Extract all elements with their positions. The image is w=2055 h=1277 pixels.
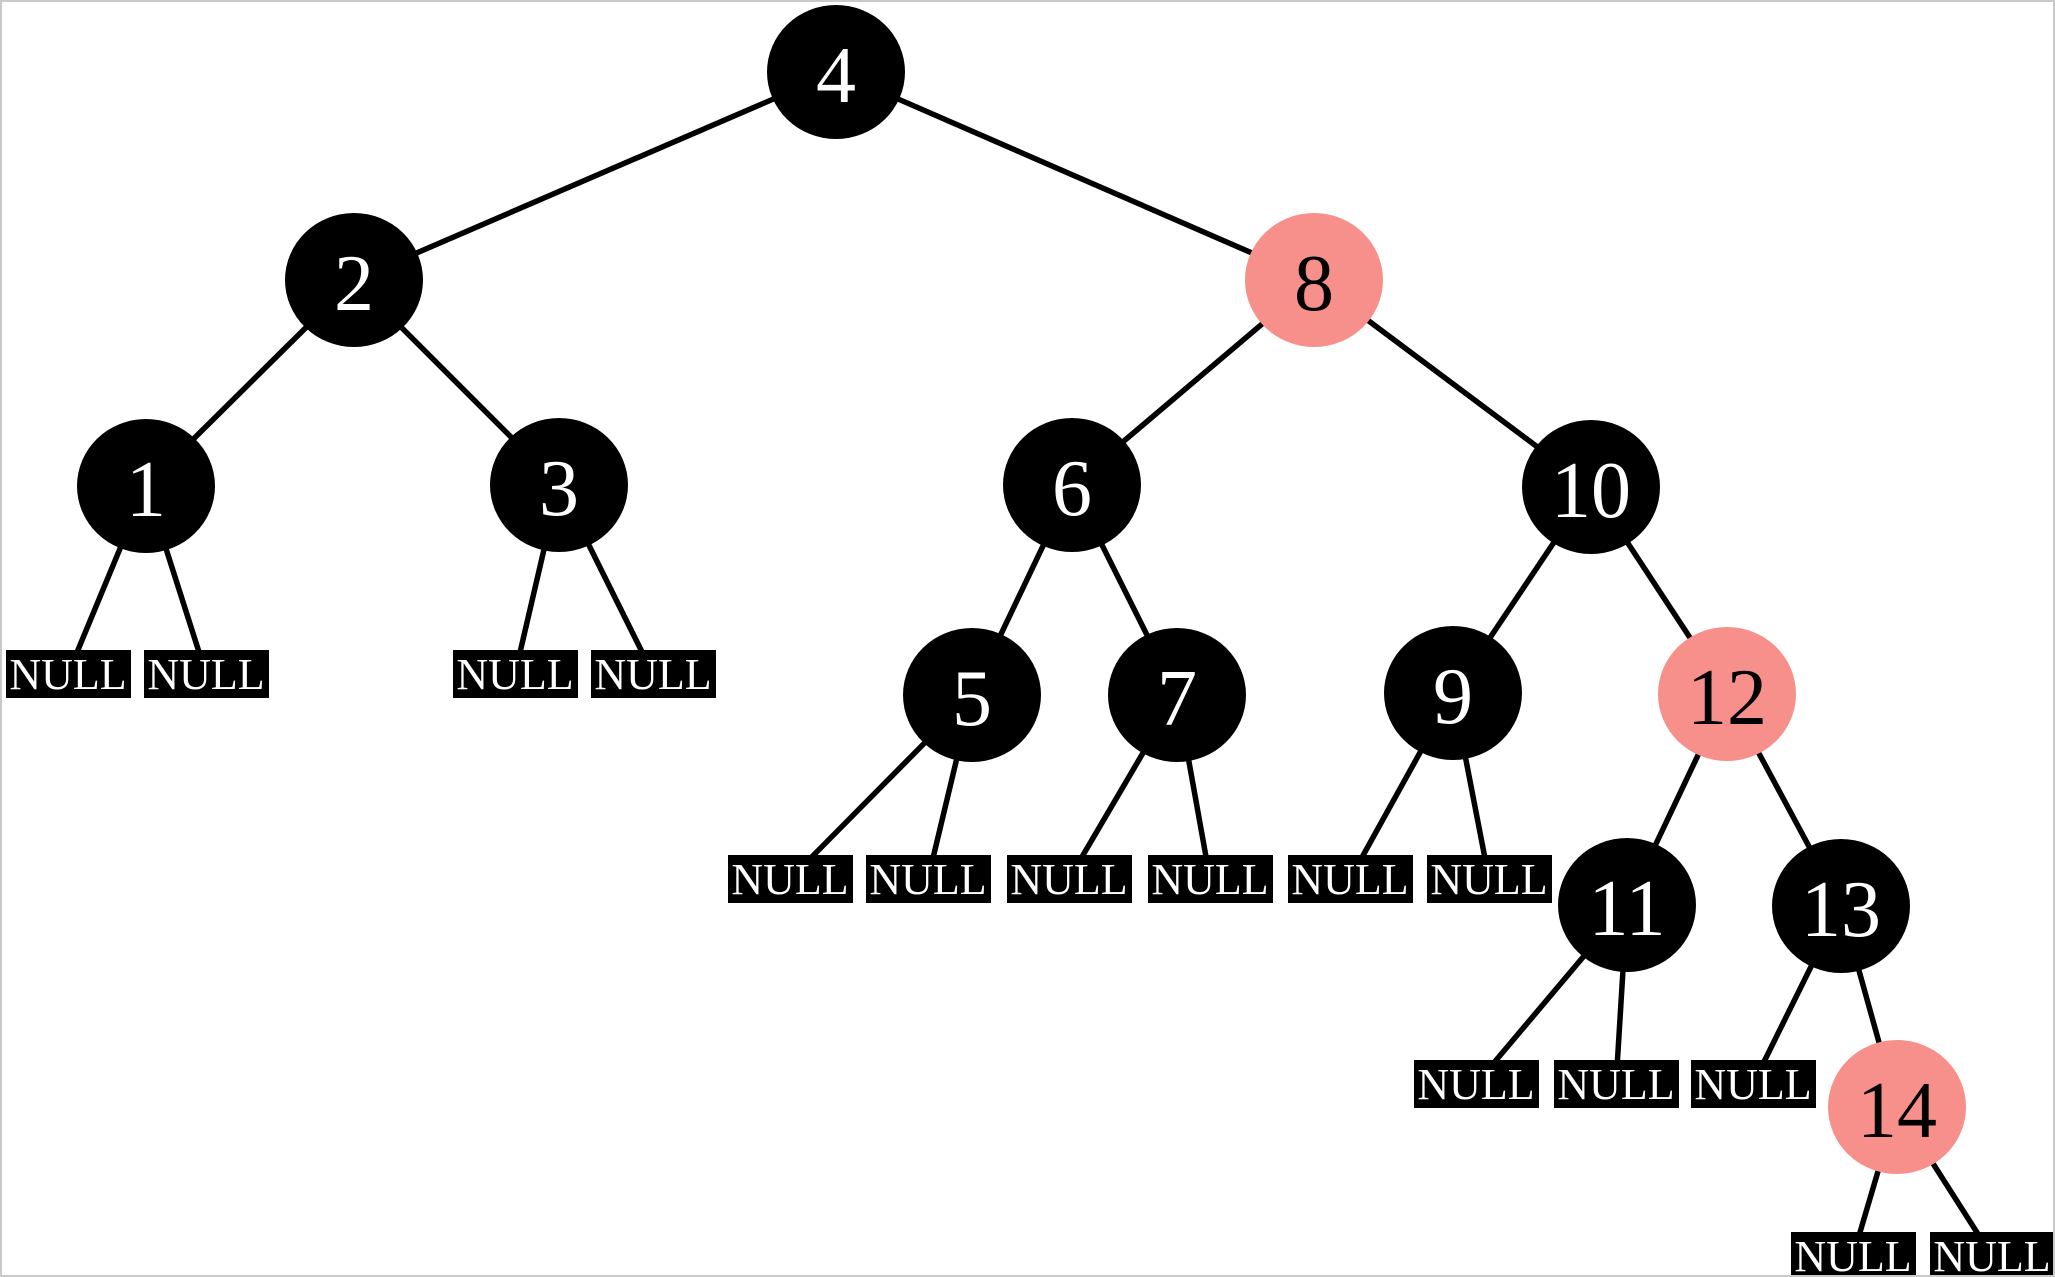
null-leaf-box-null-3L: NULL <box>452 650 578 699</box>
tree-node-label: 12 <box>1687 654 1767 742</box>
null-leaf-box-null-5R: NULL <box>865 855 991 904</box>
null-leaf-label: NULL <box>1430 855 1548 904</box>
null-leaf-box-null-1R: NULL <box>143 650 269 699</box>
tree-node-1-black: 1 <box>77 419 215 553</box>
null-leaf-label: NULL <box>594 650 712 699</box>
null-leaf-label: NULL <box>1694 1060 1812 1109</box>
tree-edge-4-2 <box>352 69 838 283</box>
null-leaf-box-null-7L: NULL <box>1006 855 1132 904</box>
tree-node-label: 3 <box>539 445 579 533</box>
null-leaf-box-null-13L: NULL <box>1690 1060 1816 1109</box>
tree-node-label: 5 <box>952 655 992 743</box>
null-leaf-label: NULL <box>869 855 987 904</box>
tree-node-2-black: 2 <box>285 213 423 347</box>
null-leaf-box-null-7R: NULL <box>1147 855 1273 904</box>
tree-node-label: 13 <box>1801 866 1881 954</box>
null-leaf-box-null-9L: NULL <box>1287 855 1413 904</box>
tree-node-5-black: 5 <box>903 628 1041 762</box>
null-leaf-label: NULL <box>1933 1232 2051 1277</box>
tree-node-label: 6 <box>1052 445 1092 533</box>
tree-node-14-red: 14 <box>1828 1040 1966 1174</box>
null-leaf-box-null-14R: NULL <box>1929 1232 2053 1277</box>
tree-node-label: 10 <box>1551 447 1631 535</box>
null-leaf-box-null-11R: NULL <box>1553 1060 1679 1109</box>
null-leaf-label: NULL <box>1794 1232 1912 1277</box>
tree-node-8-red: 8 <box>1245 213 1383 347</box>
null-leaf-box-null-1L: NULL <box>5 650 131 699</box>
tree-node-label: 11 <box>1588 865 1666 953</box>
null-leaf-label: NULL <box>731 855 849 904</box>
tree-node-label: 4 <box>816 32 856 120</box>
tree-node-13-black: 13 <box>1772 839 1910 973</box>
tree-node-6-black: 6 <box>1003 418 1141 552</box>
null-leaf-box-null-5L: NULL <box>727 855 853 904</box>
null-leaf-label: NULL <box>1291 855 1409 904</box>
tree-node-label: 7 <box>1157 655 1197 743</box>
tree-node-label: 9 <box>1433 653 1473 741</box>
null-leaf-label: NULL <box>1010 855 1128 904</box>
tree-node-9-black: 9 <box>1384 626 1522 760</box>
null-leaf-label: NULL <box>1557 1060 1675 1109</box>
tree-node-label: 1 <box>126 446 166 534</box>
null-leaf-label: NULL <box>1417 1060 1535 1109</box>
tree-node-label: 2 <box>334 240 374 328</box>
null-leaf-box-null-14L: NULL <box>1790 1232 1916 1277</box>
tree-node-7-black: 7 <box>1108 628 1246 762</box>
null-leaf-box-null-9R: NULL <box>1426 855 1552 904</box>
null-leaf-label: NULL <box>456 650 574 699</box>
null-leaf-box-null-11L: NULL <box>1413 1060 1539 1109</box>
tree-node-4-black: 4 <box>767 5 905 139</box>
tree-node-label: 8 <box>1294 240 1334 328</box>
tree-node-11-black: 11 <box>1558 838 1696 972</box>
null-leaf-label: NULL <box>9 650 127 699</box>
tree-edge-4-8 <box>834 69 1316 283</box>
null-leaf-label: NULL <box>1151 855 1269 904</box>
tree-node-label: 14 <box>1857 1067 1937 1155</box>
tree-node-12-red: 12 <box>1658 627 1796 761</box>
tree-node-10-black: 10 <box>1522 420 1660 554</box>
tree-node-3-black: 3 <box>490 418 628 552</box>
null-leaf-label: NULL <box>147 650 265 699</box>
null-leaf-box-null-3R: NULL <box>590 650 716 699</box>
